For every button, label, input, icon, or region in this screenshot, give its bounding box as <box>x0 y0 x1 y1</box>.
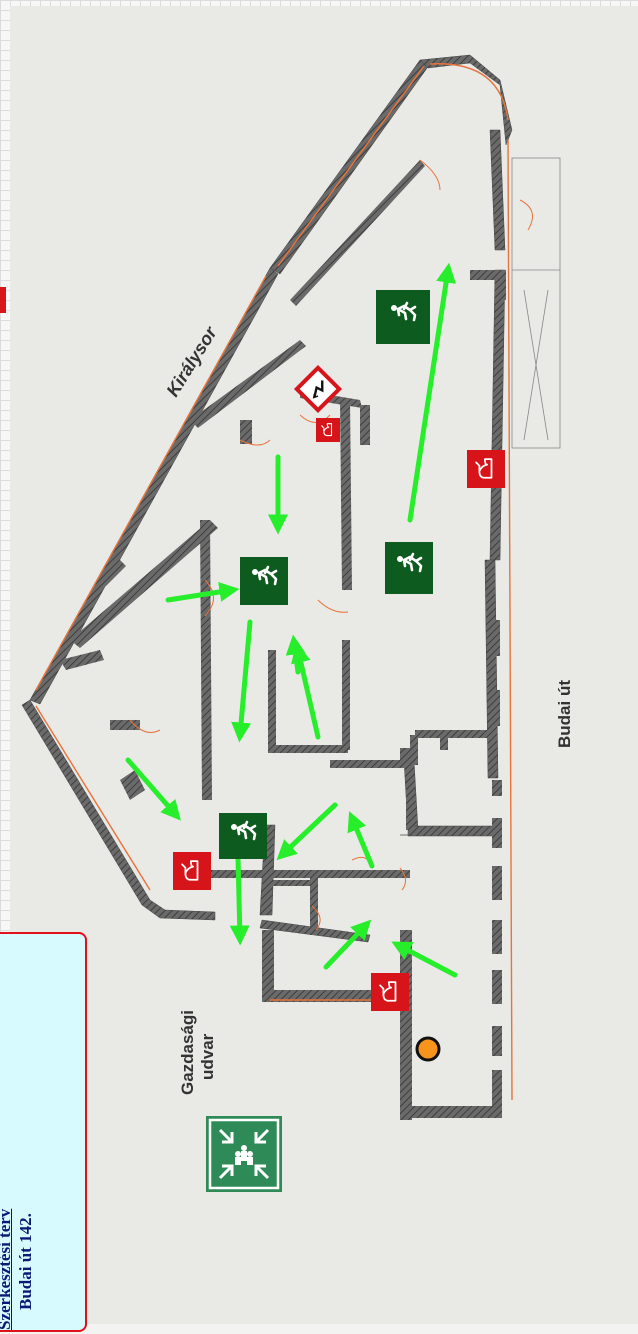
legend-address: Budai út 142. <box>16 1213 35 1310</box>
exterior-stairs <box>511 157 561 449</box>
exit-sign-east <box>385 542 433 594</box>
fire-extinguisher-icon <box>316 418 340 442</box>
exit-sign-north <box>376 290 430 344</box>
courtyard-label-line1: Gazdasági <box>178 1010 197 1095</box>
fire-extinguisher-icon <box>467 450 505 488</box>
cropped-sign <box>0 287 6 313</box>
legend-title: Szerkesztési terv <box>0 1208 14 1330</box>
interior-walls <box>60 160 506 935</box>
fire-extinguisher-icon <box>173 852 211 890</box>
high-voltage-icon <box>293 364 343 414</box>
floor-plan-paper <box>10 6 638 1324</box>
fire-extinguisher-icon <box>371 973 409 1011</box>
exit-sign-center <box>240 557 288 605</box>
courtyard-label-line2: udvar <box>198 1033 217 1080</box>
window-lines <box>35 63 513 1101</box>
building-walls <box>21 54 513 943</box>
legend-text: Szerkesztési terv Budai út 142. <box>0 934 54 1334</box>
assembly-point-icon <box>206 1116 282 1192</box>
exit-sign-south <box>219 813 267 859</box>
evacuation-arrows <box>125 262 458 978</box>
you-are-here-marker <box>415 1036 441 1062</box>
street-label-budai-ut: Budai út <box>555 680 574 748</box>
legend-box: Szerkesztési terv Budai út 142. <box>0 932 87 1332</box>
